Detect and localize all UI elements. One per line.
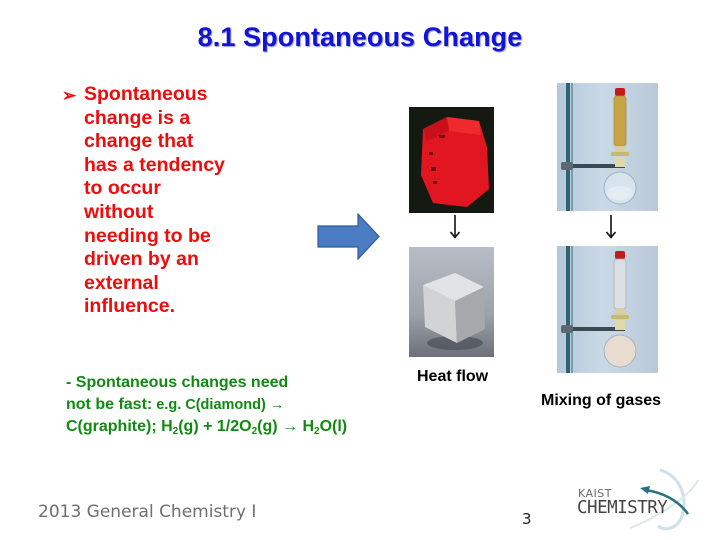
reaction-equations: C(graphite); H2(g) + 1/2O2(g) → H2O(l) bbox=[66, 418, 348, 437]
definition-line: has a tendency bbox=[84, 153, 225, 176]
definition-line: influence. bbox=[84, 295, 176, 318]
note-line: - Spontaneous changes need bbox=[66, 374, 289, 391]
logo-kaist-text: KAIST bbox=[578, 487, 612, 500]
orbit-swoosh-icon bbox=[629, 468, 699, 531]
definition-line: to occur bbox=[84, 177, 161, 200]
definition-bullet: ➢ Spontaneous change is a change that ha… bbox=[62, 83, 252, 319]
right-arrow-icon bbox=[317, 213, 380, 260]
definition-line: needing to be bbox=[84, 224, 211, 247]
definition-line: without bbox=[84, 200, 154, 223]
flask-mixed-gas-photo bbox=[557, 246, 658, 373]
heat-flow-label: Heat flow bbox=[417, 368, 489, 385]
definition-line: Spontaneous bbox=[84, 83, 208, 105]
definition-line: change is a bbox=[84, 106, 191, 129]
definition-text: Spontaneous change is a change that has … bbox=[84, 83, 252, 319]
kaist-chemistry-logo: KAIST CHEMISTRY bbox=[570, 466, 720, 536]
logo-chemistry-text: CHEMISTRY bbox=[577, 498, 668, 518]
red-hot-cube-photo bbox=[409, 107, 494, 213]
mixing-of-gases-label: Mixing of gases bbox=[541, 392, 662, 409]
definition-line: driven by an bbox=[84, 248, 199, 271]
arrow-bullet-icon: ➢ bbox=[62, 86, 77, 105]
steel-cube-photo bbox=[409, 247, 494, 357]
down-arrow-icon bbox=[449, 215, 461, 239]
flask-yellow-gas-photo bbox=[557, 83, 658, 211]
definition-line: change that bbox=[84, 130, 194, 153]
course-footer: 2013 General Chemistry I bbox=[38, 502, 257, 522]
down-arrow-icon bbox=[605, 215, 617, 239]
note-line: not be fast: e.g. C(diamond) → bbox=[66, 395, 285, 413]
speed-note: - Spontaneous changes need not be fast: … bbox=[66, 372, 406, 438]
definition-line: external bbox=[84, 271, 159, 294]
page-number: 3 bbox=[522, 510, 532, 528]
slide-title: 8.1 Spontaneous Change bbox=[197, 22, 523, 52]
